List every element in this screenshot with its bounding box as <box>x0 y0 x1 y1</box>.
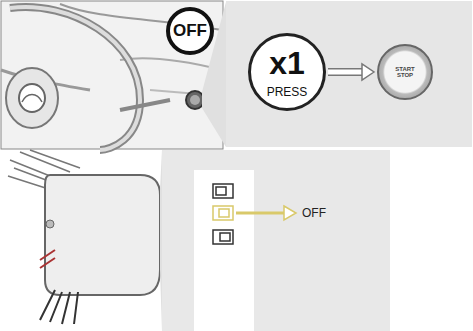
press-count: x1 <box>269 45 305 82</box>
press-text: PRESS <box>267 85 308 99</box>
button-text: START STOP <box>395 66 415 78</box>
switch-position-label: OFF <box>300 206 328 220</box>
state-circle: OFF <box>166 7 214 55</box>
press-arrow <box>328 64 374 80</box>
state-text: OFF <box>173 21 207 41</box>
press-circle: x1PRESS <box>248 33 326 111</box>
start-stop-button: START STOP <box>377 44 433 100</box>
